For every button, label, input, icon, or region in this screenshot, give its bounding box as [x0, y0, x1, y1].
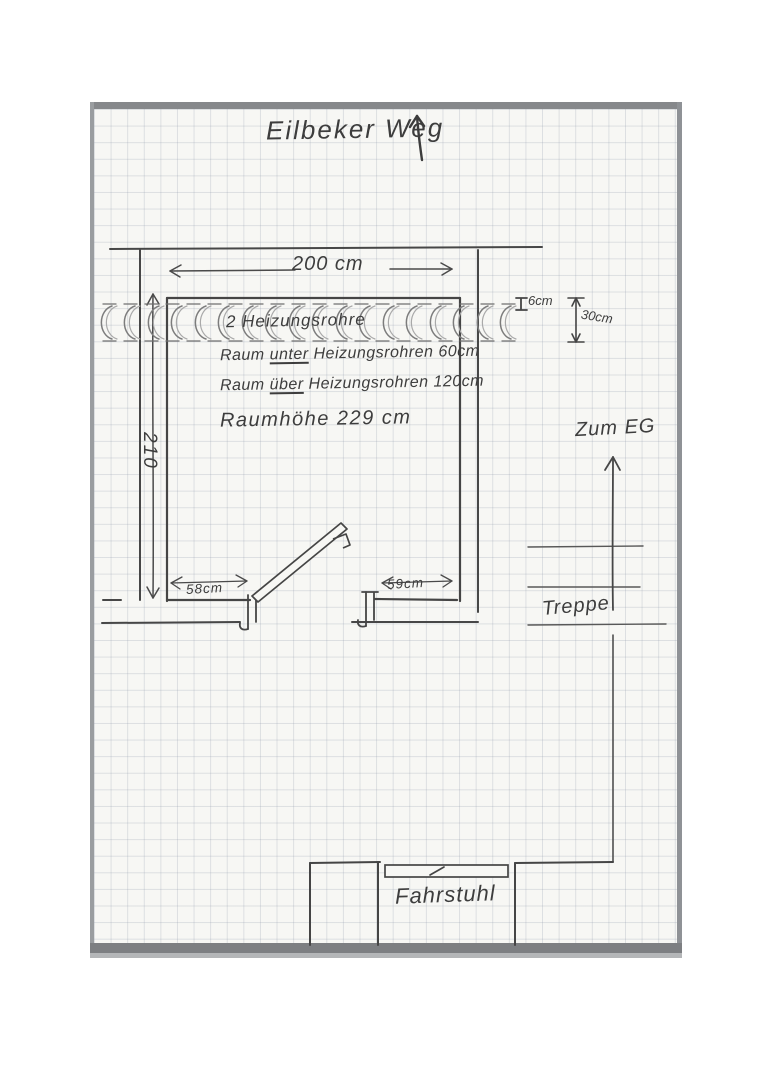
note-above-pipes-underlined: über [269, 375, 304, 394]
left-wall-segment-label: 58cm [185, 580, 224, 597]
pipe-clearance-label: 6cm [528, 293, 553, 308]
open-door-leaf [251, 522, 351, 603]
room-depth-label: 210 [138, 432, 160, 470]
graph-paper-page: Eilbeker Weg 200 cm 2 Heizungsrohre Raum… [90, 102, 682, 958]
note-under-pipes-underlined: unter [269, 345, 309, 364]
outer-walls [101, 246, 543, 624]
note-above-pipes-prefix: Raum [219, 376, 270, 395]
page-edge-top [90, 102, 682, 109]
stairs-direction-label: Zum EG [574, 414, 656, 442]
dimension-pipe-band-height [567, 297, 585, 343]
room-width-label: 200 cm [292, 253, 364, 275]
dimension-room-depth [146, 293, 160, 599]
dimension-room-width [169, 262, 453, 278]
page-edge-left [90, 102, 94, 958]
right-wall-segment-label: 59cm [386, 575, 425, 592]
dimension-left-wall-segment [170, 574, 248, 590]
grid-paper-background [94, 109, 677, 943]
heating-pipes-band [100, 303, 519, 342]
note-room-height: Raumhöhe 229 cm [219, 406, 412, 432]
elevator-label: Fahrstuhl [394, 880, 497, 909]
pencil-drawing-layer [100, 114, 667, 946]
note-under-pipes-prefix: Raum [219, 346, 270, 365]
page-title: Eilbeker Weg [265, 112, 445, 146]
stairs-lines [527, 545, 667, 626]
elevator-walls [309, 861, 614, 946]
zum-eg-arrow-icon [604, 456, 621, 611]
page-edge-bottom [90, 943, 682, 953]
note-under-pipes-suffix: Heizungsrohren 60cm [308, 342, 480, 363]
pipe-arcs [105, 305, 517, 340]
room-outline [165, 296, 462, 603]
street-direction-arrow-icon [408, 114, 426, 162]
page-edge-right [677, 102, 682, 958]
right-door-frame [356, 591, 379, 628]
dimension-right-wall-segment [381, 574, 453, 590]
note-above-pipes-suffix: Heizungsrohren 120cm [303, 372, 485, 393]
pipe-arcs [100, 305, 512, 340]
heating-pipes-label: 2 Heizungsrohre [225, 309, 366, 332]
elevator-door [384, 864, 509, 878]
page-edge-bottom-shadow [90, 953, 682, 958]
dimension-pipe-clearance-mark [515, 297, 528, 311]
